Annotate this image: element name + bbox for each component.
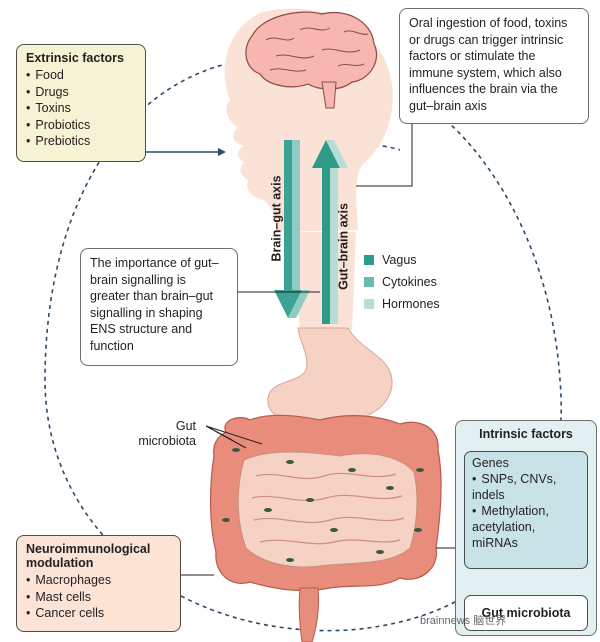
gut-brain-arrow-shade <box>326 140 348 324</box>
genes-title: Genes <box>472 456 509 470</box>
brain-folds <box>265 27 369 72</box>
neuro-item: Mast cells <box>26 589 171 606</box>
oral-connector <box>356 124 413 187</box>
legend-swatch <box>364 299 374 309</box>
neuroimmunological-box: Neuroimmunological modulation Macrophage… <box>16 535 181 632</box>
genes-box: Genes SNPs, CNVs, indels Methylation, ac… <box>464 451 588 569</box>
gut-brain-arrow <box>312 140 340 324</box>
brain <box>245 11 378 90</box>
microbiota-pointer <box>205 425 263 449</box>
legend-row-vagus: Vagus <box>364 249 479 271</box>
extrinsic-item: Probiotics <box>26 117 136 134</box>
oral-ingestion-note: Oral ingestion of food, toxins or drugs … <box>399 8 589 124</box>
small-intestine <box>237 451 418 568</box>
intrinsic-factors-box: Intrinsic factors Genes SNPs, CNVs, inde… <box>455 420 597 636</box>
extrinsic-title: Extrinsic factors <box>26 51 124 65</box>
brain-gut-arrow <box>274 140 302 318</box>
extrinsic-factors-box: Extrinsic factors Food Drugs Toxins Prob… <box>16 44 146 162</box>
gut-microbiota-box: Gut microbiota <box>464 595 588 631</box>
extrinsic-item: Food <box>26 67 136 84</box>
importance-note: The importance of gut–brain signalling i… <box>80 248 238 366</box>
extrinsic-item: Drugs <box>26 84 136 101</box>
neuro-item: Cancer cells <box>26 605 171 622</box>
neuro-item: Macrophages <box>26 572 171 589</box>
signal-legend: Vagus Cytokines Hormones <box>364 249 479 317</box>
legend-label: Cytokines <box>382 275 437 289</box>
watermark: brainnews 脑世界 <box>420 615 507 627</box>
brainstem <box>321 81 337 109</box>
rectum <box>298 587 319 642</box>
gut-microbiota-label: Gut microbiota <box>138 419 196 448</box>
gut-brain-axis-label: Gut–brain axis <box>336 203 351 290</box>
neuro-title: Neuroimmunological modulation <box>26 542 151 570</box>
brain-gut-arrow-shade <box>288 140 310 318</box>
legend-label: Vagus <box>382 253 417 267</box>
legend-swatch <box>364 277 374 287</box>
extrinsic-item: Toxins <box>26 100 136 117</box>
extrinsic-item: Prebiotics <box>26 133 136 150</box>
microbes <box>222 448 424 562</box>
genes-item: Methylation, acetylation, miRNAs <box>472 503 580 551</box>
stomach <box>267 327 393 427</box>
legend-label: Hormones <box>382 297 440 311</box>
intrinsic-title: Intrinsic factors <box>479 427 573 441</box>
intestine-loops <box>251 472 405 545</box>
genes-item: SNPs, CNVs, indels <box>472 471 580 503</box>
legend-row-hormones: Hormones <box>364 293 479 315</box>
brain-gut-axis-label: Brain–gut axis <box>269 175 284 262</box>
dashed-circuit <box>44 59 562 632</box>
legend-row-cytokines: Cytokines <box>364 271 479 293</box>
legend-swatch <box>364 255 374 265</box>
